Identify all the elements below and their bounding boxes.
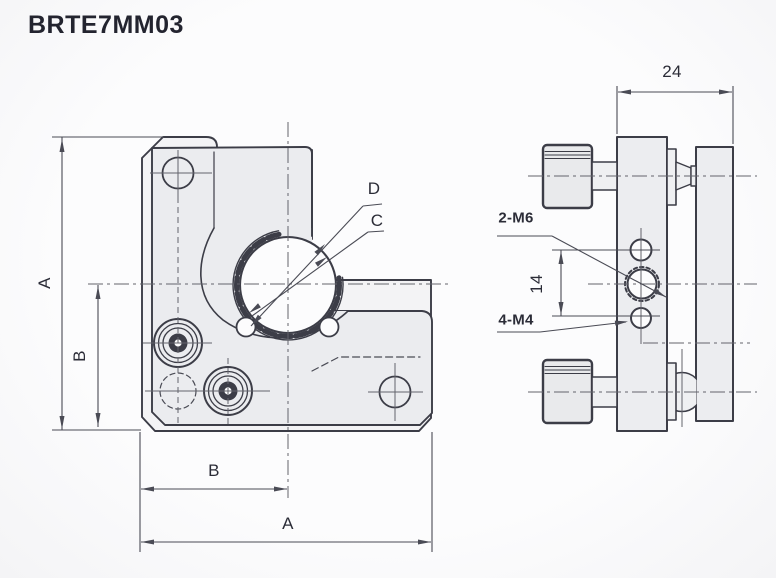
ring-setscrew-right — [318, 316, 340, 338]
dim-label-depth-24: 24 — [662, 62, 682, 81]
hidden-edge — [311, 356, 421, 372]
callout-label-d: D — [367, 179, 381, 198]
side-view-dimensions — [497, 86, 734, 333]
dim-label-height-b: B — [70, 350, 89, 362]
dim-label-width-a: A — [282, 514, 294, 533]
callout-label-c: C — [370, 211, 384, 230]
callout-label-2m6: 2-M6 — [498, 209, 534, 227]
callout-label-4m4: 4-M4 — [498, 311, 534, 329]
front-view-dimensions — [52, 136, 433, 552]
front-view-centerlines — [88, 122, 449, 498]
ring-setscrew-left — [235, 316, 257, 338]
dim-label-height-a: A — [35, 277, 54, 289]
front-plate-outline — [151, 146, 433, 426]
part-number-title: BRTE7MM03 — [28, 11, 184, 39]
dim-label-width-b: B — [208, 461, 220, 480]
side-view-centerlines — [528, 175, 757, 427]
retaining-ring-knurl — [234, 231, 342, 340]
dim-label-spacing-14: 14 — [527, 274, 546, 294]
bore-boss-edge — [200, 227, 349, 339]
